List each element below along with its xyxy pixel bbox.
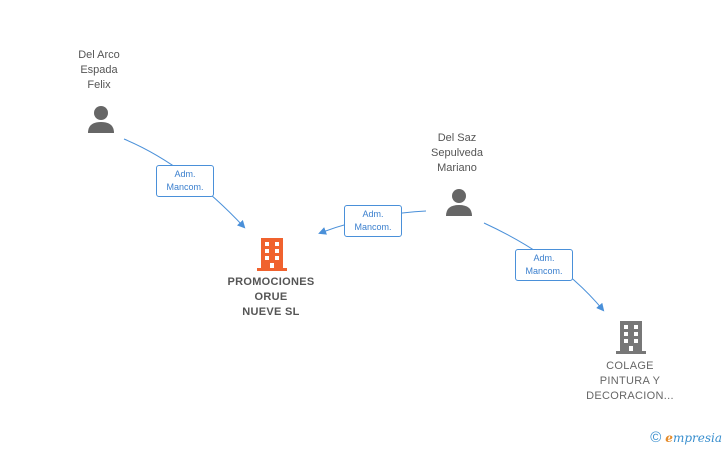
person-node-del-saz[interactable]: Del Saz Sepulveda Mariano	[412, 131, 502, 176]
building-icon	[257, 238, 287, 271]
brand-name: empresia	[665, 430, 722, 445]
relation-line1: Adm.	[362, 209, 384, 219]
person-icon	[88, 106, 114, 133]
copyright-icon: ©	[650, 429, 662, 446]
brand-logo: © empresia	[650, 429, 722, 446]
relation-box[interactable]: Adm. Mancom.	[344, 205, 402, 237]
company-node-promociones[interactable]: PROMOCIONES ORUE NUEVE SL	[212, 275, 330, 320]
relation-box[interactable]: Adm. Mancom.	[515, 249, 573, 281]
relation-line2: Mancom.	[525, 266, 563, 276]
company-node-colage[interactable]: COLAGE PINTURA Y DECORACION...	[574, 359, 686, 404]
relation-line2: Mancom.	[166, 182, 204, 192]
relation-line1: Adm.	[533, 253, 555, 263]
person-label: Del Saz Sepulveda Mariano	[431, 132, 483, 174]
person-icon	[446, 189, 472, 216]
building-icon	[616, 321, 646, 354]
relation-line1: Adm.	[174, 169, 196, 179]
company-label: COLAGE PINTURA Y DECORACION...	[586, 360, 674, 402]
person-label: Del Arco Espada Felix	[78, 49, 120, 91]
person-node-del-arco[interactable]: Del Arco Espada Felix	[54, 48, 144, 93]
relation-line2: Mancom.	[354, 222, 392, 232]
relation-box[interactable]: Adm. Mancom.	[156, 165, 214, 197]
company-label: PROMOCIONES ORUE NUEVE SL	[227, 276, 315, 318]
